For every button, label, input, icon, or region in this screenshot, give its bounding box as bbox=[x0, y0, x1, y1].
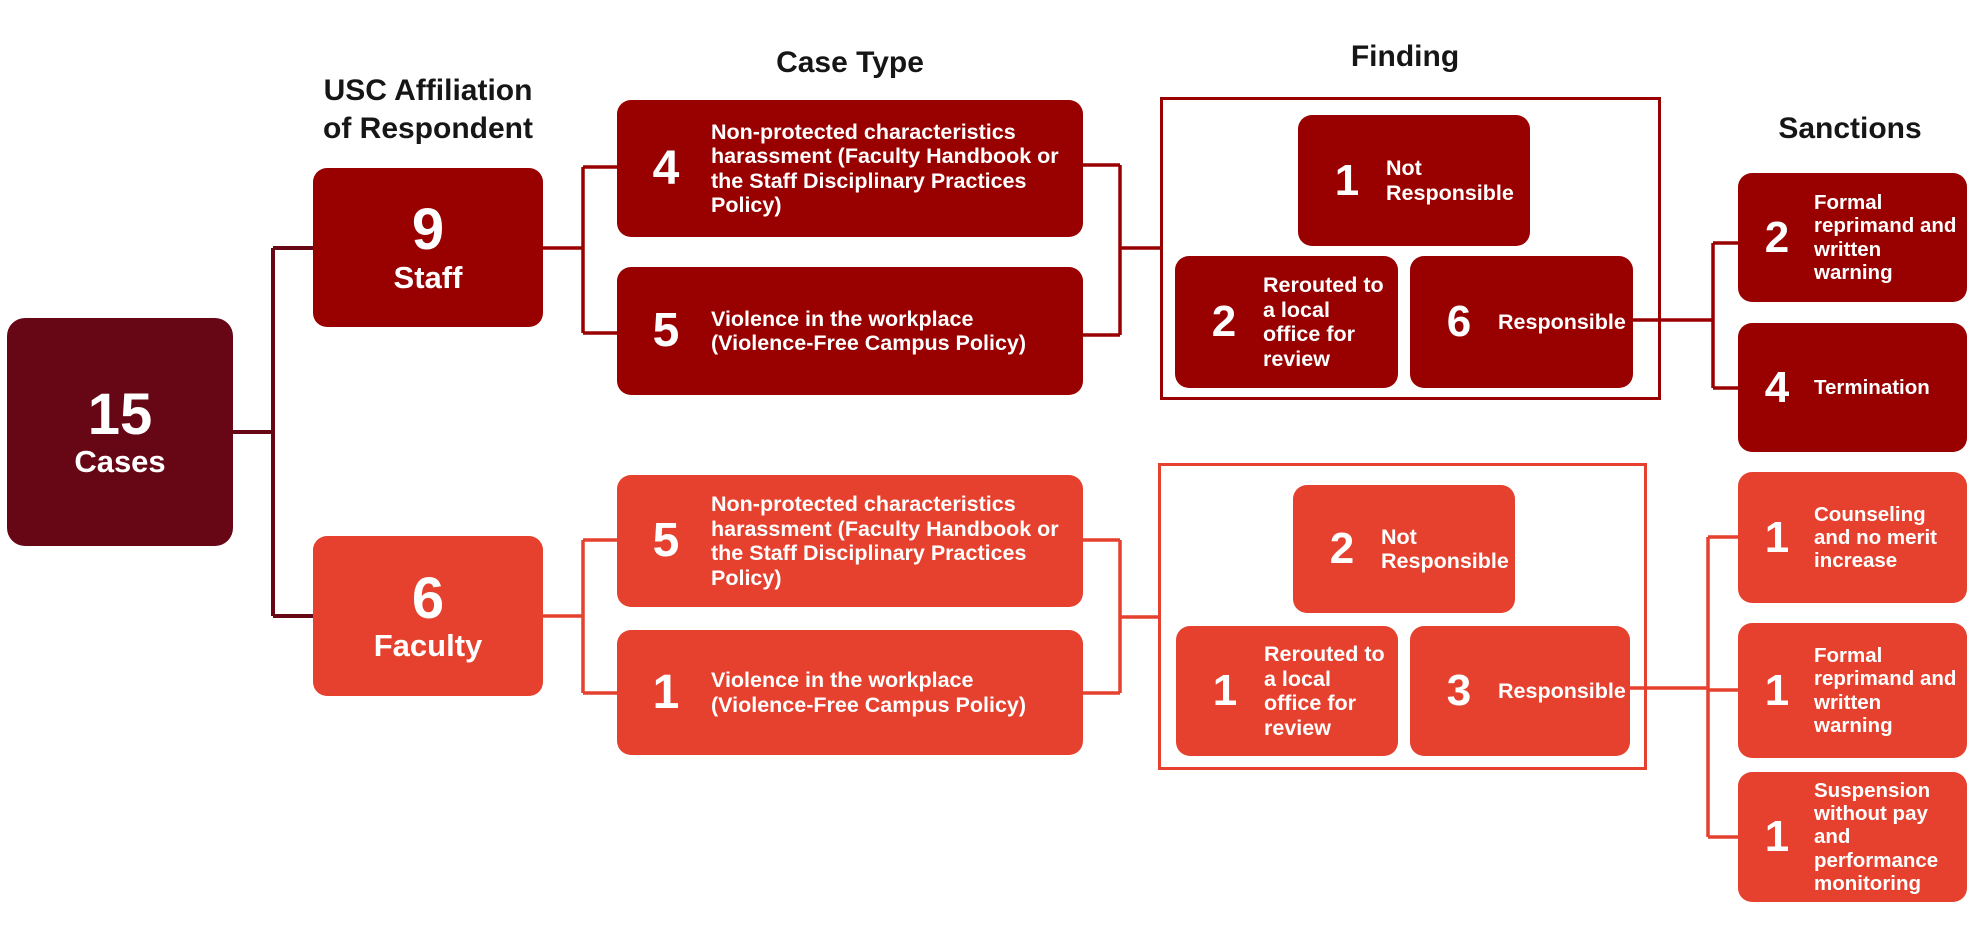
finding-count: 3 bbox=[1446, 666, 1472, 715]
finding-node-staff-not-responsible: 1 Not Responsible bbox=[1298, 115, 1530, 246]
finding-label: Rerouted to a local office for review bbox=[1263, 273, 1384, 371]
case-type-label: Non-protected characteristics harassment… bbox=[711, 119, 1059, 218]
staff-label: Staff bbox=[393, 259, 463, 295]
affiliation-header-line2: of Respondent bbox=[323, 111, 533, 145]
finding-node-faculty-rerouted: 1 Rerouted to a local office for review bbox=[1176, 626, 1398, 756]
sanction-label: Counseling and no merit increase bbox=[1814, 502, 1938, 573]
case-type-count: 5 bbox=[652, 304, 680, 357]
finding-node-staff-rerouted: 2 Rerouted to a local office for review bbox=[1175, 256, 1398, 388]
finding-count: 6 bbox=[1446, 297, 1472, 346]
sanction-label: Termination bbox=[1814, 375, 1930, 399]
column-header-affiliation: USC Affiliation of Respondent bbox=[248, 72, 608, 147]
sanction-node-faculty-reprimand: 1 Formal reprimand and written warning bbox=[1738, 623, 1967, 758]
faculty-affiliation-node: 6 Faculty bbox=[313, 536, 543, 696]
sanction-node-faculty-suspension: 1 Suspension without pay and performance… bbox=[1738, 772, 1967, 902]
sanction-label: Formal reprimand and written warning bbox=[1814, 644, 1957, 737]
sanction-node-staff-termination: 4 Termination bbox=[1738, 323, 1967, 452]
case-type-node-staff-violence: 5 Violence in the workplace (Violence-Fr… bbox=[617, 267, 1083, 395]
sanction-node-faculty-counseling: 1 Counseling and no merit increase bbox=[1738, 472, 1967, 603]
sanction-label: Formal reprimand and written warning bbox=[1814, 191, 1957, 284]
case-type-label: Violence in the workplace (Violence-Free… bbox=[711, 306, 1027, 356]
finding-node-faculty-responsible: 3 Responsible bbox=[1410, 626, 1630, 756]
staff-connectors bbox=[543, 163, 1738, 390]
sanction-label: Suspension without pay and performance m… bbox=[1814, 779, 1939, 895]
finding-node-faculty-not-responsible: 2 Not Responsible bbox=[1293, 485, 1515, 613]
faculty-count: 6 bbox=[411, 565, 445, 631]
sanction-count: 1 bbox=[1764, 665, 1790, 715]
column-header-sanctions: Sanctions bbox=[1778, 112, 1922, 145]
case-type-count: 1 bbox=[652, 665, 680, 719]
finding-group-faculty: 2 Not Responsible 1 Rerouted to a local … bbox=[1158, 463, 1647, 770]
faculty-label: Faculty bbox=[373, 628, 483, 664]
finding-group-staff: 1 Not Responsible 2 Rerouted to a local … bbox=[1160, 97, 1661, 400]
finding-label: Not Responsible bbox=[1381, 524, 1509, 574]
case-type-count: 4 bbox=[652, 141, 680, 195]
finding-label: Rerouted to a local office for review bbox=[1264, 642, 1385, 740]
column-header-finding: Finding bbox=[1350, 40, 1460, 73]
faculty-connectors bbox=[543, 535, 1738, 839]
staff-count: 9 bbox=[411, 197, 445, 262]
root-node-total-cases: 15 Cases bbox=[7, 318, 233, 546]
sanction-count: 1 bbox=[1764, 812, 1790, 861]
finding-count: 1 bbox=[1334, 155, 1360, 205]
affiliation-header-line1: USC Affiliation bbox=[323, 74, 533, 107]
case-type-count: 5 bbox=[652, 514, 680, 567]
finding-node-staff-responsible: 6 Responsible bbox=[1410, 256, 1633, 388]
staff-affiliation-node: 9 Staff bbox=[313, 168, 543, 327]
finding-label: Not Responsible bbox=[1386, 156, 1514, 205]
root-count: 15 bbox=[87, 381, 153, 447]
finding-label: Responsible bbox=[1498, 678, 1626, 703]
finding-count: 2 bbox=[1329, 524, 1355, 573]
case-type-node-staff-harassment: 4 Non-protected characteristics harassme… bbox=[617, 100, 1083, 237]
finding-count: 2 bbox=[1211, 297, 1237, 346]
case-type-node-faculty-harassment: 5 Non-protected characteristics harassme… bbox=[617, 475, 1083, 607]
root-connectors bbox=[233, 246, 313, 618]
case-type-node-faculty-violence: 1 Violence in the workplace (Violence-Fr… bbox=[617, 630, 1083, 755]
case-type-label: Violence in the workplace (Violence-Free… bbox=[711, 668, 1027, 717]
sanction-count: 2 bbox=[1764, 212, 1790, 262]
finding-count: 1 bbox=[1212, 666, 1238, 715]
finding-label: Responsible bbox=[1498, 309, 1626, 334]
column-header-case-type: Case Type bbox=[776, 46, 924, 79]
sanction-node-staff-reprimand: 2 Formal reprimand and written warning bbox=[1738, 173, 1967, 302]
sanction-count: 1 bbox=[1764, 512, 1790, 562]
root-label: Cases bbox=[74, 444, 166, 480]
case-type-label: Non-protected characteristics harassment… bbox=[711, 492, 1059, 590]
sanction-count: 4 bbox=[1764, 362, 1790, 412]
